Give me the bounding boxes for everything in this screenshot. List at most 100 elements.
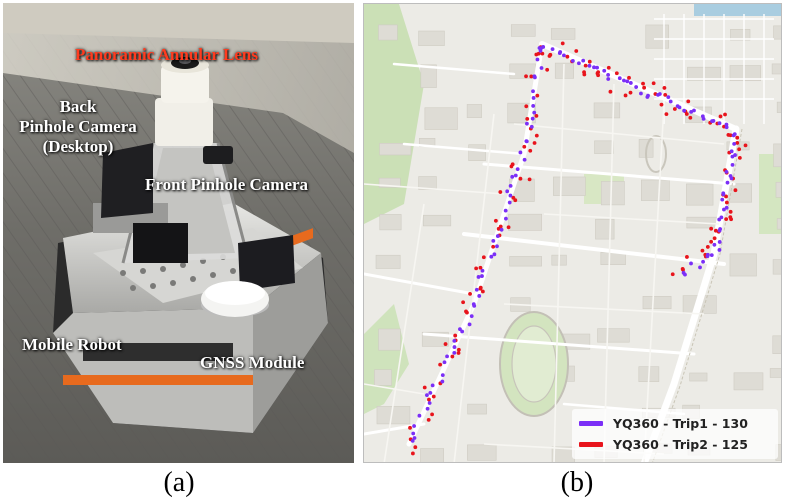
trip2-point xyxy=(524,104,529,109)
building xyxy=(510,24,536,37)
trip2-point xyxy=(587,59,592,64)
trip1-point xyxy=(469,314,474,319)
trip1-point xyxy=(729,149,734,154)
trip1-point xyxy=(701,116,706,121)
trip1-point xyxy=(476,275,481,279)
building xyxy=(550,28,576,40)
legend-background xyxy=(572,409,778,459)
trip1-point xyxy=(452,338,457,343)
trip1-point xyxy=(617,76,622,81)
trip1-point xyxy=(721,192,726,197)
trip1-point xyxy=(440,379,445,384)
gnss-module-device xyxy=(201,281,269,317)
trip1-point xyxy=(480,268,485,273)
trip1-point xyxy=(717,228,722,233)
label-mobile-robot: Mobile Robot xyxy=(22,335,122,354)
trip1-point xyxy=(530,116,535,121)
building xyxy=(773,143,781,168)
legend-label-trip1: YQ360 - Trip1 - 130 xyxy=(613,416,748,431)
building xyxy=(509,256,542,267)
trip1-point xyxy=(717,248,722,252)
trip1-point xyxy=(430,383,435,388)
stadium-track xyxy=(499,311,569,417)
building xyxy=(595,218,615,240)
back-pinhole-camera-device xyxy=(101,143,153,218)
trip2-point xyxy=(506,225,511,230)
building xyxy=(775,181,781,198)
trip2-point xyxy=(498,224,503,229)
trip1-point xyxy=(683,272,687,277)
map-legend: YQ360 - Trip1 - 130 YQ360 - Trip2 - 125 xyxy=(579,413,779,455)
caption-a: (a) xyxy=(163,467,195,498)
trip1-point xyxy=(531,96,536,100)
trip1-point xyxy=(711,119,716,123)
building xyxy=(418,176,437,190)
trip1-point xyxy=(445,354,449,359)
trip2-point xyxy=(413,445,418,450)
trip1-point xyxy=(417,413,422,418)
label-panoramic-annular-lens: Panoramic Annular Lens xyxy=(75,45,258,64)
building xyxy=(772,259,781,275)
trip2-point xyxy=(688,115,693,120)
building xyxy=(593,102,621,119)
trip1-point xyxy=(491,238,496,243)
trip1-point xyxy=(724,122,729,127)
display-screen xyxy=(238,235,295,291)
trip1-point xyxy=(505,189,510,194)
trip2-point xyxy=(729,217,734,222)
building xyxy=(769,368,781,378)
building xyxy=(730,29,751,41)
trip1-point xyxy=(587,63,592,68)
trip1-point xyxy=(689,261,693,266)
building xyxy=(420,64,437,88)
building xyxy=(772,335,781,354)
residential-streets xyxy=(654,14,774,124)
trip1-point xyxy=(724,205,729,210)
building xyxy=(594,140,614,154)
trip2-point xyxy=(456,351,461,355)
legend-label-trip2: YQ360 - Trip2 - 125 xyxy=(613,437,748,452)
trip2-point xyxy=(713,228,718,233)
trip1-point xyxy=(722,207,726,212)
trip1-point xyxy=(645,95,650,99)
trip2-point xyxy=(478,285,483,290)
trip2-point xyxy=(705,245,710,249)
trip2-point xyxy=(685,255,689,259)
trip1-point xyxy=(656,92,660,97)
trip2-point xyxy=(723,112,727,117)
building xyxy=(733,372,764,391)
building xyxy=(379,142,412,156)
trip2-point xyxy=(528,148,533,153)
trip1-point xyxy=(668,99,673,104)
trip2-point xyxy=(498,190,503,194)
trip2-point xyxy=(534,133,539,138)
trip1-point xyxy=(425,406,430,411)
trip2-point xyxy=(465,310,469,315)
trip1-point xyxy=(712,242,717,247)
trip1-point xyxy=(606,77,611,81)
trip2-point xyxy=(474,266,479,271)
trip1-point xyxy=(452,351,457,355)
building xyxy=(418,30,445,46)
building xyxy=(600,181,625,206)
front-pinhole-camera-device xyxy=(203,146,233,164)
label-front-pinhole-camera: Front Pinhole Camera xyxy=(145,175,309,194)
robot-photo-panel: Panoramic Annular Lens Back Pinhole Came… xyxy=(3,3,354,463)
trip2-point xyxy=(522,144,527,149)
trip2-point xyxy=(681,267,685,272)
trip2-point xyxy=(709,226,714,231)
trip2-point xyxy=(735,135,740,140)
trip1-point xyxy=(412,436,417,440)
trip2-point xyxy=(627,75,631,80)
trip1-point xyxy=(508,184,513,188)
trip2-point xyxy=(560,41,565,46)
trip1-point xyxy=(531,89,535,94)
trip2-point xyxy=(664,112,669,117)
trip1-point xyxy=(732,141,737,146)
legend-row-trip1: YQ360 - Trip1 - 130 xyxy=(579,413,779,434)
building xyxy=(773,25,781,40)
trip2-point xyxy=(491,244,496,249)
trip1-point xyxy=(533,75,537,80)
building xyxy=(776,218,781,230)
trip2-point xyxy=(547,54,552,58)
